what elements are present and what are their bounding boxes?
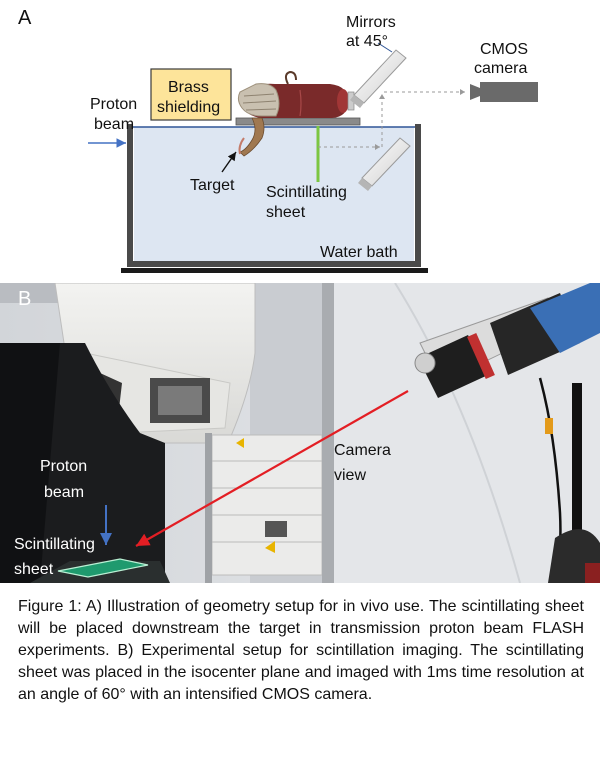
water-bath-label: Water bath — [320, 244, 398, 261]
camera-view-line — [135, 390, 409, 547]
proton-beam-label-b-line1: Proton — [40, 458, 88, 475]
scintillating-sheet-label-b-line2: sheet — [14, 561, 54, 578]
cmos-label-line2: camera — [474, 60, 528, 77]
water-bath — [134, 127, 414, 265]
panel-b-letter: B — [18, 288, 32, 310]
panel-a-diagram: A Mirrors at 45° CMOS camera Proton beam… — [0, 0, 600, 283]
brass-shielding-label-line1: Brass — [168, 79, 209, 96]
panel-a-letter: A — [18, 7, 32, 29]
target-label: Target — [190, 177, 235, 194]
scintillating-sheet-photo — [57, 558, 149, 578]
scintillating-sheet-label-b-line1: Scintillating — [14, 536, 95, 553]
base-plate — [121, 268, 428, 273]
room-door-panels — [211, 434, 323, 576]
target-pointer-arrow — [221, 151, 237, 173]
target-animal-illustration — [237, 70, 355, 157]
lower-mirror — [358, 137, 411, 191]
scintillating-sheet-label-line2: sheet — [266, 204, 306, 221]
panel-b-scene — [0, 283, 600, 583]
tripod — [548, 383, 600, 583]
optical-path — [318, 89, 465, 150]
camera-view-label-line1: Camera — [334, 442, 391, 459]
cmos-label-line1: CMOS — [480, 41, 528, 58]
proton-beam-label-line2: beam — [94, 116, 135, 133]
mirrors-label-line1: Mirrors — [346, 14, 396, 31]
scintillating-sheet-label-line1: Scintillating — [266, 184, 347, 201]
mirrors-label-line2: at 45° — [346, 33, 388, 50]
water-bath-walls — [127, 124, 421, 267]
brass-shielding-box — [150, 68, 232, 121]
proton-beam-label-line1: Proton — [90, 96, 138, 113]
upper-mirror — [350, 49, 407, 108]
proton-beam-label-b-line2: beam — [44, 484, 85, 501]
brass-shielding-label-line2: shielding — [157, 99, 221, 116]
camera-view-label-line2: view — [334, 467, 367, 484]
cmos-camera-icon — [470, 82, 538, 102]
panel-a-illustration — [88, 42, 538, 273]
figure-caption: Figure 1: A) Illustration of geometry se… — [18, 598, 584, 703]
mirror-pointer-line — [377, 42, 393, 53]
panel-b-photo: B Camera view Proton beam Scintillating … — [0, 283, 600, 583]
